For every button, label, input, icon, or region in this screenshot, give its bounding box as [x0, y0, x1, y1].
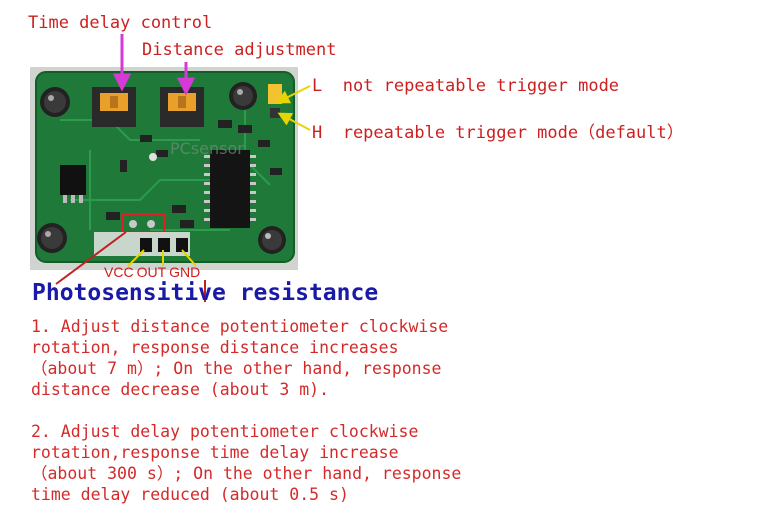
note-line: 1. Adjust distance potentiometer clockwi…	[31, 317, 449, 336]
ic-chip	[204, 150, 256, 228]
gnd-arrow	[181, 249, 197, 267]
pin-labels: VCC OUT GND	[104, 264, 200, 280]
time-delay-potentiometer	[92, 87, 136, 127]
capacitor-bottom-left	[37, 223, 67, 253]
voltage-regulator	[60, 165, 86, 203]
note-line: 2. Adjust delay potentiometer clockwise	[31, 422, 419, 441]
capacitor-bottom-right	[258, 226, 286, 254]
note-delay: 2. Adjust delay potentiometer clockwise …	[31, 421, 461, 505]
mode-h-arrow	[277, 112, 311, 131]
mode-h-label: H repeatable trigger mode（default）	[312, 123, 684, 143]
photoresistor-pointer-line	[55, 231, 127, 285]
capacitor-top-right	[229, 82, 257, 110]
note-line: rotation,response time delay increase	[31, 443, 399, 462]
vcc-arrow	[127, 249, 145, 267]
distance-label: Distance adjustment	[142, 40, 337, 60]
pin-gnd-label: GND	[169, 264, 201, 280]
note-line: （about 300 s）; On the other hand, respon…	[31, 464, 462, 483]
smd-components	[106, 120, 282, 228]
silkscreen-text: PCsensor	[170, 139, 244, 158]
distance-potentiometer	[160, 87, 204, 127]
note-line: time delay reduced (about 0.5 s)	[31, 485, 349, 504]
note-line: distance decrease (about 3 m).	[31, 380, 330, 399]
pin-out-label: OUT	[136, 264, 167, 280]
page-title: Photosensitive resistance	[32, 280, 379, 306]
pin-vcc-label: VCC	[104, 264, 134, 280]
mode-l-label: L not repeatable trigger mode	[312, 76, 620, 96]
capacitor-top-left	[40, 87, 70, 117]
time-delay-label: Time delay control	[28, 13, 213, 33]
note-distance: 1. Adjust distance potentiometer clockwi…	[31, 316, 448, 400]
note-line: （about 7 m）; On the other hand, response	[31, 359, 442, 378]
mode-l-arrow	[275, 85, 311, 104]
photoresistor-pads	[129, 220, 155, 228]
note-line: rotation, response distance increases	[31, 338, 399, 357]
